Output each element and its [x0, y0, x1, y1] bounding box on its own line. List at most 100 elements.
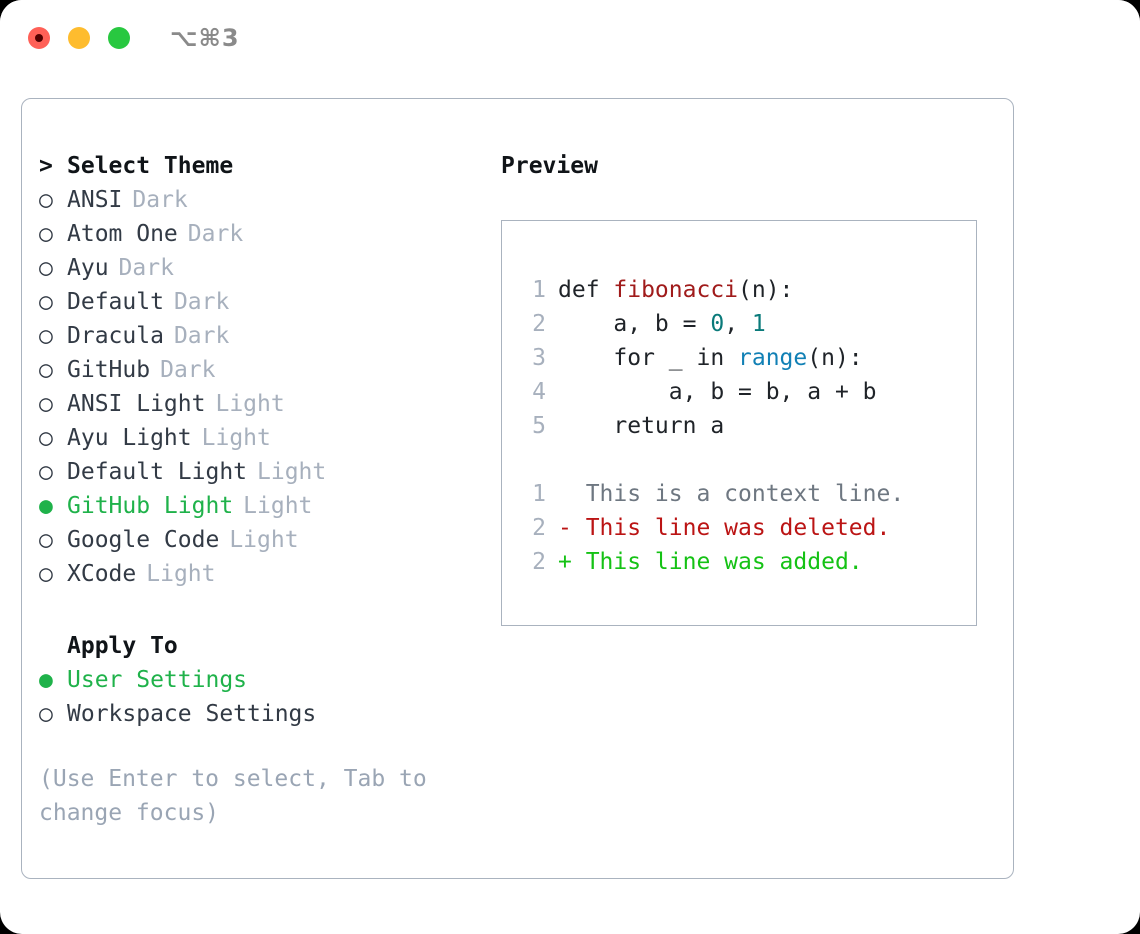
- code-line-number: 4: [532, 379, 546, 405]
- code-token: 1: [751, 311, 766, 337]
- theme-option-ansi[interactable]: ○ ANSI Dark: [39, 183, 499, 217]
- theme-option-default[interactable]: ○ Default Dark: [39, 285, 499, 319]
- keyboard-shortcut-label: ⌥⌘3: [170, 24, 240, 52]
- apply-to-title: Apply To: [67, 633, 178, 659]
- code-diff-gap: [502, 443, 976, 477]
- code-token: (n):: [738, 277, 794, 303]
- diff-line-text: - This line was deleted.: [558, 515, 891, 541]
- code-line-number: 2: [532, 311, 546, 337]
- minimize-button[interactable]: [68, 27, 90, 49]
- diff-line-number: 2: [532, 515, 546, 541]
- code-token: a, b = b, a + b: [558, 379, 877, 405]
- theme-option-label: ANSI: [67, 187, 123, 213]
- radio-unselected-icon: ○: [39, 357, 53, 383]
- diff-line-number: 2: [532, 549, 546, 575]
- apply-to-option-workspace-settings[interactable]: ○ Workspace Settings: [39, 697, 499, 731]
- code-line: 2 a, b = 0, 1: [502, 307, 976, 341]
- code-token: 0: [710, 311, 725, 337]
- radio-unselected-icon: ○: [39, 187, 53, 213]
- theme-option-label: Ayu Light: [67, 425, 192, 451]
- radio-unselected-icon: ○: [39, 527, 53, 553]
- diff-line: 2 - This line was deleted.: [502, 511, 976, 545]
- keyboard-hint-text: (Use Enter to select, Tab to change focu…: [39, 766, 427, 826]
- code-line: 5 return a: [502, 409, 976, 443]
- prompt-caret-icon: >: [39, 153, 53, 179]
- theme-variant-tag: Light: [257, 459, 327, 485]
- diff-line: 1 This is a context line.: [502, 477, 976, 511]
- theme-option-label: Ayu: [67, 255, 109, 281]
- code-token: def: [558, 277, 614, 303]
- radio-unselected-icon: ○: [39, 425, 53, 451]
- radio-selected-icon: ●: [39, 667, 53, 693]
- theme-option-label: GitHub: [67, 357, 151, 383]
- theme-variant-tag: Light: [229, 527, 299, 553]
- theme-option-label: ANSI Light: [67, 391, 206, 417]
- theme-option-xcode[interactable]: ○ XCode Light: [39, 557, 499, 591]
- apply-to-option-label: User Settings: [67, 667, 248, 693]
- radio-unselected-icon: ○: [39, 289, 53, 315]
- title-bar: ⌥⌘3: [0, 0, 1140, 78]
- select-theme-header: > Select Theme: [39, 149, 499, 183]
- diff-line: 2+ This line was added.: [502, 545, 976, 579]
- code-line: 1 def fibonacci(n):: [502, 273, 976, 307]
- radio-unselected-icon: ○: [39, 255, 53, 281]
- window-controls: [28, 27, 130, 49]
- code-line-number: 5: [532, 413, 546, 439]
- select-theme-title: Select Theme: [67, 153, 234, 179]
- radio-unselected-icon: ○: [39, 459, 53, 485]
- code-token: ,: [724, 311, 752, 337]
- theme-variant-tag: Dark: [173, 323, 230, 349]
- radio-selected-icon: ●: [39, 493, 53, 519]
- diff-sample: 1 This is a context line. 2 - This line wa…: [502, 477, 976, 579]
- apply-to-list: ● User Settings ○ Workspace Settings: [39, 663, 499, 731]
- diff-line-number: 1: [532, 481, 546, 507]
- code-token: range: [738, 345, 808, 371]
- theme-option-google-code[interactable]: ○ Google Code Light: [39, 523, 499, 557]
- theme-option-label: Dracula: [67, 323, 164, 349]
- theme-option-label: XCode: [67, 561, 137, 587]
- theme-option-ayu-light[interactable]: ○ Ayu Light Light: [39, 421, 499, 455]
- code-line-number: 3: [532, 345, 546, 371]
- theme-variant-tag: Dark: [187, 221, 244, 247]
- theme-option-label: Default: [67, 289, 164, 315]
- theme-variant-tag: Dark: [132, 187, 188, 213]
- theme-variant-tag: Dark: [173, 289, 230, 315]
- theme-variant-tag: Dark: [160, 357, 216, 383]
- theme-option-atom-one[interactable]: ○ Atom One Dark: [39, 217, 499, 251]
- zoom-button[interactable]: [108, 27, 130, 49]
- close-button[interactable]: [28, 27, 50, 49]
- theme-option-label: Atom One: [67, 221, 178, 247]
- radio-unselected-icon: ○: [39, 561, 53, 587]
- theme-option-ayu[interactable]: ○ Ayu Dark: [39, 251, 499, 285]
- theme-variant-tag: Dark: [118, 255, 174, 281]
- apply-to-header: Apply To: [39, 629, 499, 663]
- radio-unselected-icon: ○: [39, 701, 53, 727]
- code-token: fibonacci: [613, 277, 739, 303]
- code-token: a, b =: [558, 311, 711, 337]
- theme-option-github[interactable]: ○ GitHub Dark: [39, 353, 499, 387]
- preview-title: Preview: [501, 153, 598, 179]
- apply-to-option-label: Workspace Settings: [67, 701, 317, 727]
- code-line-number: 1: [532, 277, 546, 303]
- theme-variant-tag: Light: [201, 425, 271, 451]
- apply-to-option-user-settings[interactable]: ● User Settings: [39, 663, 499, 697]
- theme-option-label: Google Code: [67, 527, 220, 553]
- apply-to-spacer: [39, 591, 499, 629]
- code-line: 4 a, b = b, a + b: [502, 375, 976, 409]
- radio-unselected-icon: ○: [39, 221, 53, 247]
- theme-variant-tag: Light: [146, 561, 216, 587]
- diff-line-text: This is a context line.: [558, 481, 905, 507]
- theme-variant-tag: Light: [243, 493, 313, 519]
- code-token: (n):: [807, 345, 863, 371]
- theme-variant-tag: Light: [215, 391, 285, 417]
- code-token: return a: [558, 413, 725, 439]
